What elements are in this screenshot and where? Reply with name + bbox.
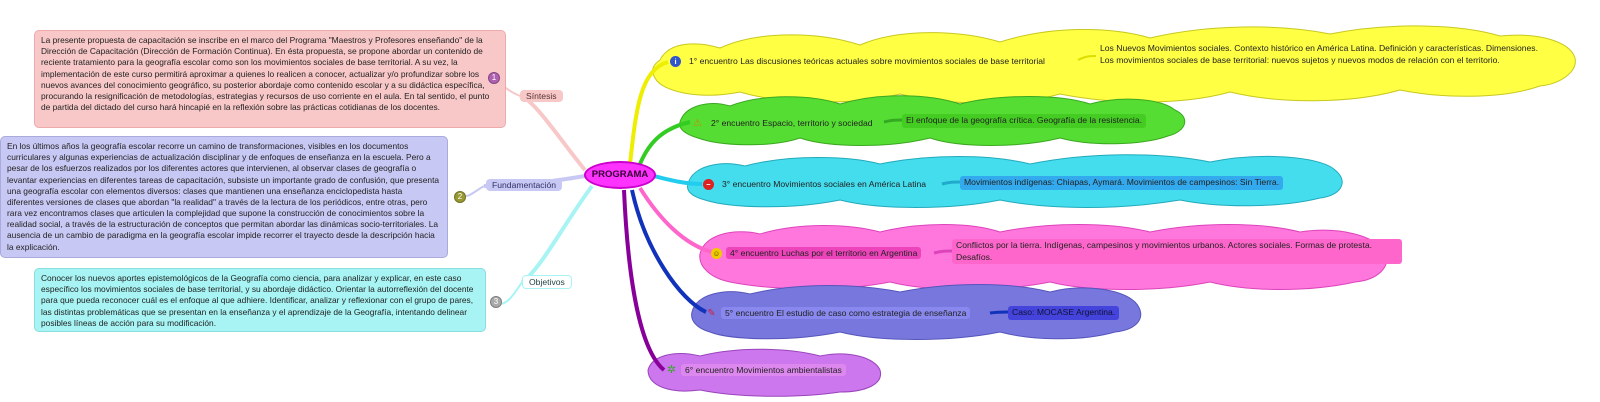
encuentro-3-label: 3° encuentro Movimientos sociales en Amé… (722, 179, 927, 189)
pencil-icon: ✎ (707, 307, 716, 319)
encuentro-5-label: 5° encuentro El estudio de caso como est… (721, 307, 971, 319)
fundamentacion-note: En los últimos años la geografía escolar… (0, 136, 448, 258)
link-e2-sub (883, 118, 903, 124)
number-3-icon: 3 (490, 296, 502, 308)
fundamentacion-text: En los últimos años la geografía escolar… (7, 141, 440, 252)
warning-icon: ⚠ (693, 117, 702, 129)
link-e5-sub (989, 310, 1009, 315)
encuentro-2-label: 2° encuentro Espacio, territorio y socie… (711, 118, 873, 128)
link-obj-box (499, 281, 523, 305)
encuentro-5[interactable]: ✎ 5° encuentro El estudio de caso como e… (706, 307, 971, 319)
number-2-icon: 2 (454, 191, 466, 203)
smiley-icon: ☺ (711, 247, 722, 259)
sintesis-text: La presente propuesta de capacitación se… (41, 35, 490, 113)
encuentro-4[interactable]: ☺ 4° encuentro Luchas por el territorio … (711, 247, 922, 259)
encuentro-1[interactable]: i 1° encuentro Las discusiones teóricas … (670, 55, 1049, 67)
objetivos-label[interactable]: Objetivos (522, 275, 572, 289)
encuentro-1-detail[interactable]: Los Nuevos Movimientos sociales. Context… (1096, 42, 1552, 68)
gear-icon: ✲ (666, 363, 677, 376)
encuentro-4-label: 4° encuentro Luchas por el territorio en… (726, 247, 922, 259)
encuentro-3-detail[interactable]: Movimientos indígenas: Chiapas, Aymará. … (960, 176, 1284, 190)
link-e3-sub (941, 180, 961, 186)
encuentro-6-label: 6° encuentro Movimientos ambientalistas (681, 364, 846, 376)
objetivos-text: Conocer los nuevos aportes epistemológic… (41, 273, 474, 328)
encuentro-1-label: 1° encuentro Las discusiones teóricas ac… (689, 56, 1045, 66)
central-node[interactable]: PROGRAMA (584, 161, 656, 189)
link-e1 (628, 60, 669, 165)
link-e2 (638, 120, 691, 165)
link-e1-sub (1077, 55, 1097, 61)
link-e6 (622, 189, 666, 372)
fundamentacion-label[interactable]: Fundamentación (486, 179, 563, 191)
link-e5 (630, 189, 707, 314)
link-objetivos (520, 184, 594, 284)
info-icon: i (670, 55, 681, 67)
encuentro-6[interactable]: ✲ 6° encuentro Movimientos ambientalista… (666, 364, 846, 376)
sintesis-note: La presente propuesta de capacitación se… (34, 30, 506, 128)
link-e3 (653, 174, 703, 186)
encuentro-5-detail[interactable]: Caso: MOCASE Argentina. (1008, 306, 1120, 320)
objetivos-note: Conocer los nuevos aportes epistemológic… (34, 268, 486, 332)
encuentro-2[interactable]: ⚠ 2° encuentro Espacio, territorio y soc… (692, 117, 877, 129)
link-e4-sub (933, 249, 953, 255)
encuentro-3[interactable]: − 3° encuentro Movimientos sociales en A… (703, 178, 930, 190)
number-1-icon: 1 (488, 72, 500, 84)
link-fund-box (465, 185, 485, 197)
link-e4 (638, 186, 713, 254)
encuentro-4-detail[interactable]: Conflictos por la tierra. Indígenas, cam… (952, 239, 1402, 265)
sintesis-label[interactable]: Síntesis (520, 90, 563, 102)
no-entry-icon: − (703, 178, 714, 190)
encuentro-2-detail[interactable]: El enfoque de la geografía crítica. Geog… (902, 114, 1146, 128)
link-sintesis (519, 94, 587, 172)
